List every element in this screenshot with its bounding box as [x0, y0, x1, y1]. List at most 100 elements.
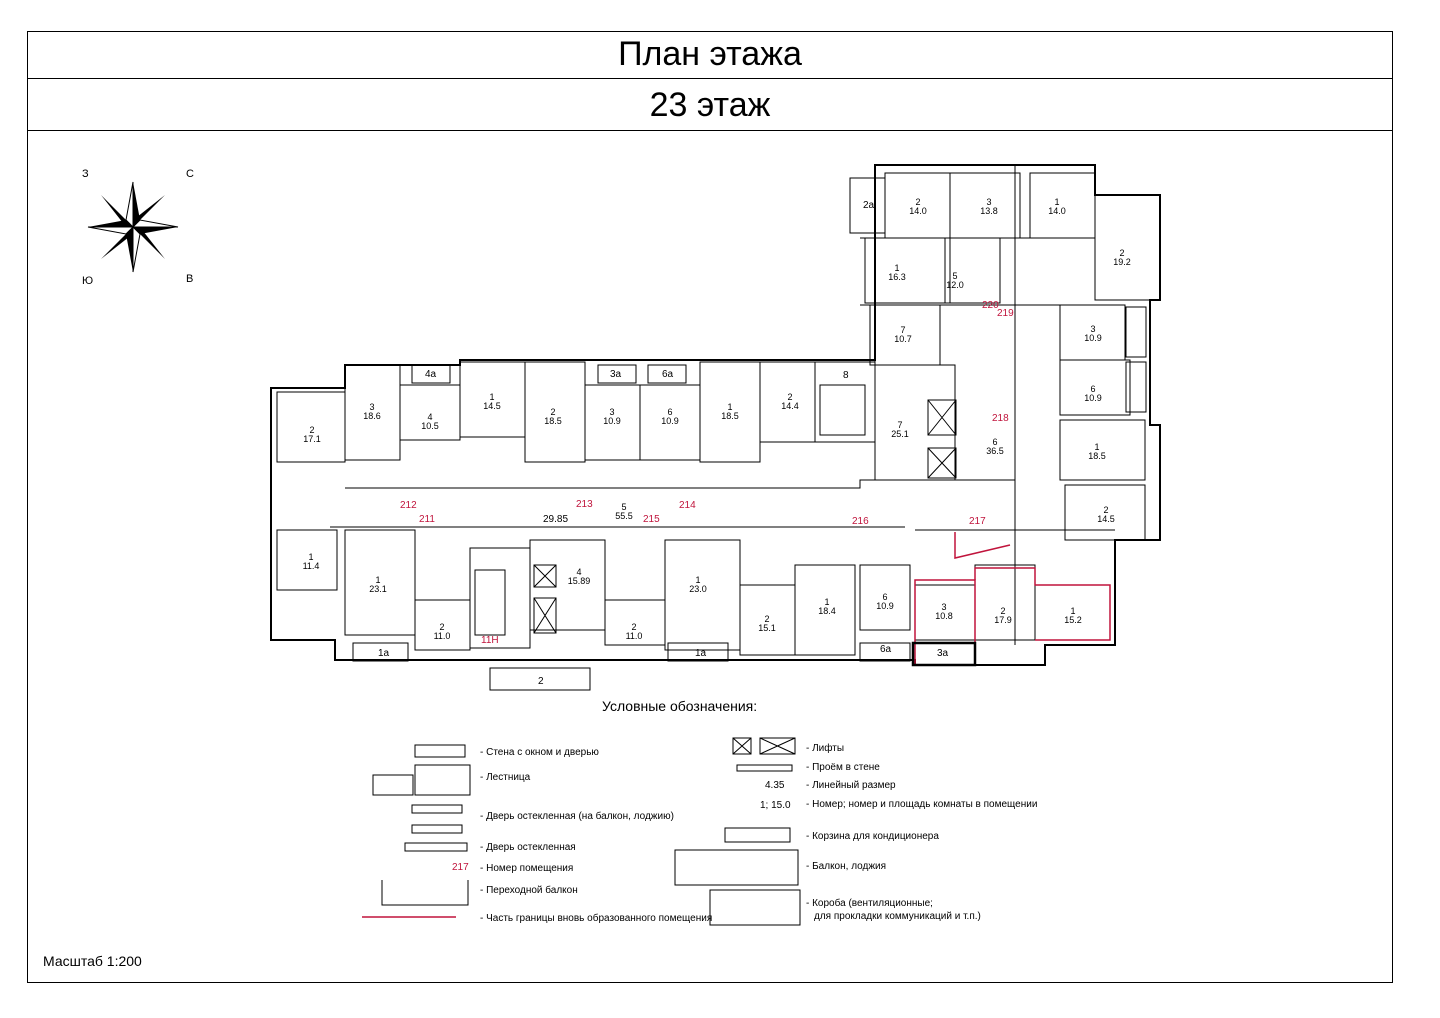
room-area: 13.8: [980, 206, 998, 216]
room-area: 14.0: [909, 206, 927, 216]
room-area: 19.2: [1113, 257, 1131, 267]
balcony-3a-top: 3а: [610, 369, 622, 380]
legend-transit-balcony: - Переходной балкон: [480, 885, 578, 896]
balcony-1a: 1а: [378, 648, 390, 659]
legend-room-no-sample: 217: [452, 862, 469, 873]
stairs-8: 8: [843, 370, 849, 381]
room-num: 3: [941, 602, 946, 612]
room-area: 10.9: [603, 416, 621, 426]
room-area: 23.1: [369, 584, 387, 594]
legend-symbols: [362, 737, 801, 926]
legend-new-border: - Часть границы вновь образованного поме…: [480, 913, 713, 924]
legend-room-number: - Номер помещения: [480, 863, 574, 874]
balcony-3a: 3а: [937, 648, 949, 659]
room-area: 14.4: [781, 401, 799, 411]
room-area: 18.5: [544, 416, 562, 426]
room-num: 2: [439, 622, 444, 632]
room-area: 15.89: [568, 576, 591, 586]
room-num: 7: [897, 420, 902, 430]
room-num: 1: [308, 552, 313, 562]
room-num: 1: [1070, 606, 1075, 616]
room-area: 18.4: [818, 606, 836, 616]
legend-glass-door-balcony: - Дверь остекленная (на балкон, лоджию): [480, 811, 674, 822]
room-area: 23.0: [689, 584, 707, 594]
legend-ac-basket: - Корзина для кондиционера: [806, 831, 939, 842]
room-area: 10.5: [421, 421, 439, 431]
room-area: 10.7: [894, 334, 912, 344]
balcony-1a-2: 1а: [695, 648, 707, 659]
unit-11n: 11Н: [481, 635, 499, 646]
room-area: 14.0: [1048, 206, 1066, 216]
room-num: 4: [576, 567, 581, 577]
corridor-length: 29.85: [543, 514, 568, 525]
legend-title: Условные обозначения:: [602, 698, 758, 714]
legend-dim-sample: 4.35: [765, 780, 785, 791]
room-area: 11.4: [303, 561, 320, 571]
balcony-6a-top: 6а: [662, 369, 674, 380]
room-num: 2: [309, 425, 314, 435]
room-num: 3: [369, 402, 374, 412]
room-num: 2: [631, 622, 636, 632]
balcony-3a: [911, 641, 977, 667]
unit-215: 215: [643, 514, 660, 525]
room-num: 1: [695, 575, 700, 585]
unit-217: 217: [969, 516, 986, 527]
legend-glass-door: - Дверь остекленная: [480, 842, 576, 853]
compass-east: В: [186, 273, 193, 285]
room-area: 18.6: [363, 411, 381, 421]
unit-220: 220: [982, 300, 999, 311]
drawing-frame: План этажа 23 этаж: [27, 31, 1393, 983]
compass-west: З: [82, 168, 89, 180]
room-area: 17.1: [303, 434, 321, 444]
room-area: 10.8: [935, 611, 953, 621]
room-area: 11.0: [626, 631, 643, 641]
room-area: 15.1: [758, 623, 776, 633]
room-num: 1: [375, 575, 380, 585]
room-num: 1: [489, 392, 494, 402]
room-num: 1: [727, 402, 732, 412]
legend-stairs: - Лестница: [480, 772, 531, 783]
room-num: 2: [915, 197, 920, 207]
room-area: 18.5: [1088, 451, 1106, 461]
legend-opening: - Проём в стене: [806, 762, 880, 773]
scale-label: Масштаб 1:200: [43, 953, 142, 969]
room-num: 2: [787, 392, 792, 402]
room-num: 2: [1119, 248, 1124, 258]
unit-218: 218: [992, 413, 1009, 424]
room-num: 6: [1090, 384, 1095, 394]
room-area: 10.9: [1084, 393, 1102, 403]
room-num: 2: [764, 614, 769, 624]
room-area: 36.5: [986, 446, 1004, 456]
room-area: 10.9: [876, 601, 894, 611]
legend-wall: - Стена с окном и дверью: [480, 747, 599, 758]
legend-ducts-2: для прокладки коммуникаций и т.п.): [814, 911, 981, 922]
room-num: 3: [986, 197, 991, 207]
unit-216: 216: [852, 516, 869, 527]
room-area: 10.9: [661, 416, 679, 426]
room-area: 55.5: [615, 511, 633, 521]
floor-title: 23 этаж: [28, 79, 1392, 131]
room-partitions: [276, 172, 1161, 691]
unit-219: 219: [997, 308, 1014, 319]
room-num: 1: [1094, 442, 1099, 452]
balcony-2: 2: [538, 676, 544, 687]
room-area: 14.5: [1097, 514, 1115, 524]
legend-num-area-sample: 1; 15.0: [760, 800, 791, 811]
unit-211: 211: [419, 514, 435, 525]
room-num: 3: [609, 407, 614, 417]
balcony-4a: 4а: [425, 369, 437, 380]
room-num: 2: [550, 407, 555, 417]
compass-north: С: [186, 168, 194, 180]
room-num: 1: [824, 597, 829, 607]
plan-walls: [270, 164, 1161, 666]
room-num: 5: [621, 502, 626, 512]
unit-214: 214: [679, 500, 696, 511]
room-area: 14.5: [483, 401, 501, 411]
room-area: 10.9: [1084, 333, 1102, 343]
room-area: 25.1: [891, 429, 909, 439]
room-num: 5: [952, 271, 957, 281]
room-num: 1: [894, 263, 899, 273]
legend-ducts: - Короба (вентиляционные;: [806, 898, 933, 909]
room-num: 7: [900, 325, 905, 335]
